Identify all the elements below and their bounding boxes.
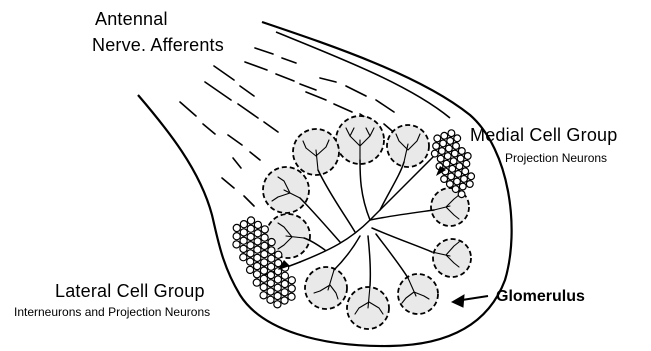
cell-body [459,183,466,190]
cell-body [275,251,282,258]
cell-body [274,301,281,308]
cell-body [447,138,454,145]
cell-body [253,271,260,278]
cell-body [274,276,281,283]
cell-body [247,250,254,257]
cell-body [247,242,254,249]
cell-body [240,229,247,236]
cell-body [247,217,254,224]
cell-body [447,181,454,188]
cell-body [260,292,267,299]
cell-body [247,225,254,232]
cell-body [288,293,295,300]
medial-cell-group-label: Medial Cell Group [470,126,617,145]
cell-body [431,150,438,157]
cell-body [458,148,465,155]
cell-body [268,263,275,270]
lobe-outline-inner [276,32,450,118]
cell-body [454,135,461,142]
cell-body [452,186,459,193]
cell-body [253,279,260,286]
cell-body [268,255,275,262]
cell-body [240,245,247,252]
cell-body [458,191,465,198]
cell-body [441,132,448,139]
cell-body [254,238,261,245]
arrow-left-icon [452,295,488,307]
lateral-cell-group-sublabel: Interneurons and Projection Neurons [14,306,210,319]
cell-body [281,280,288,287]
cell-body [261,242,268,249]
cell-body [260,267,267,274]
cell-body [281,289,288,296]
cell-body [463,160,470,167]
cell-body [254,263,261,270]
cell-body [261,226,268,233]
cell-body [441,176,448,183]
cell-body [443,160,450,167]
cell-body [439,148,446,155]
afferents-label-line2: Nerve. Afferents [92,36,224,55]
lateral-cell-group-label: Lateral Cell Group [55,282,205,301]
cell-body [448,173,455,180]
cell-body [453,143,460,150]
cell-body [450,158,457,165]
cell-body [247,266,254,273]
cell-body [267,296,274,303]
cell-body [281,297,288,304]
cell-body [461,176,468,183]
cell-body [261,259,268,266]
afferents-label-line1: Antennal [95,10,168,29]
cell-body [254,246,261,253]
cell-body [454,178,461,185]
cell-body [233,233,240,240]
cell-body [457,155,464,162]
cell-body [451,150,458,157]
cell-body [464,153,471,160]
cell-body [240,237,247,244]
cell-body [440,140,447,147]
cell-body [456,163,463,170]
cell-body [449,165,456,172]
cell-body [281,272,288,279]
cell-body [233,241,240,248]
cell-body [254,254,261,261]
cell-body [468,173,475,180]
cell-body [437,155,444,162]
cell-body [267,288,274,295]
cell-body [268,239,275,246]
cell-body [240,254,247,261]
cell-body [433,143,440,150]
cell-body [247,233,254,240]
cell-body [446,145,453,152]
cell-body [261,251,268,258]
cell-body [233,224,240,231]
cell-body [261,234,268,241]
cell-body [260,284,267,291]
cell-body [448,130,455,137]
glomerulus-label: Glomerulus [496,289,585,306]
cell-body [267,272,274,279]
glomerulus [433,239,471,277]
cell-body [455,171,462,178]
cell-body [444,153,451,160]
cell-body [247,258,254,265]
cell-body [434,135,441,142]
medial-cell-group-sublabel: Projection Neurons [505,152,607,165]
cell-body [268,247,275,254]
glomerulus [263,167,309,213]
cell-body [267,280,274,287]
cell-body [288,277,295,284]
cell-body [462,168,469,175]
cell-body [254,230,261,237]
medial-cell-group [431,130,474,198]
cell-body [254,221,261,228]
cell-body [274,292,281,299]
cell-body [260,275,267,282]
cell-body [274,284,281,291]
cell-body [240,221,247,228]
cell-body [288,285,295,292]
cell-body [466,181,473,188]
